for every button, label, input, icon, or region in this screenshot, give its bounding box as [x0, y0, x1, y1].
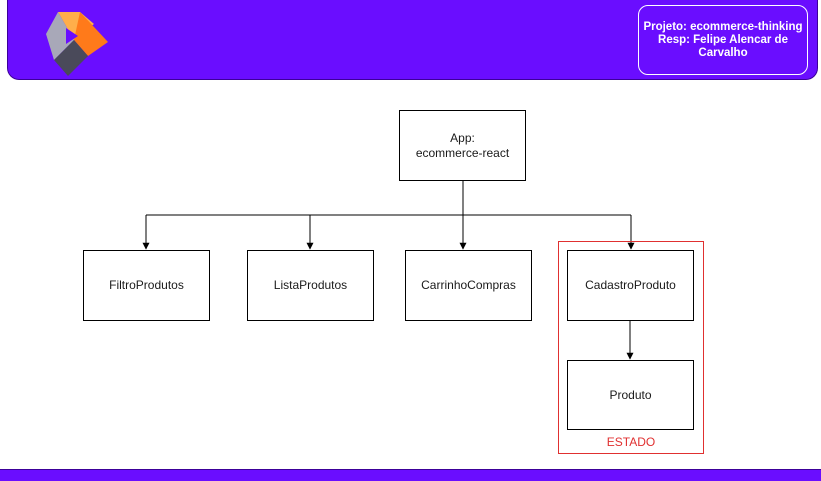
- footer-bar: [0, 469, 821, 481]
- state-group-box: [558, 241, 704, 454]
- node-carrinho-compras-label: CarrinhoCompras: [421, 278, 516, 292]
- project-name: Projeto: ecommerce-thinking: [643, 20, 803, 33]
- node-produto: Produto: [567, 360, 694, 430]
- header-banner: Projeto: ecommerce-thinking Resp: Felipe…: [7, 0, 818, 80]
- node-produto-label: Produto: [609, 387, 652, 402]
- node-lista-produtos-label: ListaProdutos: [273, 278, 348, 292]
- node-app-name: ecommerce-react: [415, 145, 510, 160]
- state-group-label: ESTADO: [606, 435, 656, 449]
- node-cadastro-produto-label: CadastroProduto: [585, 278, 676, 292]
- node-filtro-produtos-label: FiltroProdutos: [109, 278, 184, 292]
- node-app: App: ecommerce-react: [399, 110, 526, 181]
- node-filtro-produtos: FiltroProdutos: [83, 250, 210, 321]
- node-app-label: App:: [450, 130, 475, 145]
- logo-icon: [46, 12, 108, 76]
- project-info-box: Projeto: ecommerce-thinking Resp: Felipe…: [638, 5, 808, 75]
- node-carrinho-compras: CarrinhoCompras: [405, 250, 532, 321]
- node-cadastro-produto: CadastroProduto: [567, 250, 694, 321]
- project-responsible: Resp: Felipe Alencar de Carvalho: [658, 33, 788, 59]
- node-lista-produtos: ListaProdutos: [247, 250, 374, 321]
